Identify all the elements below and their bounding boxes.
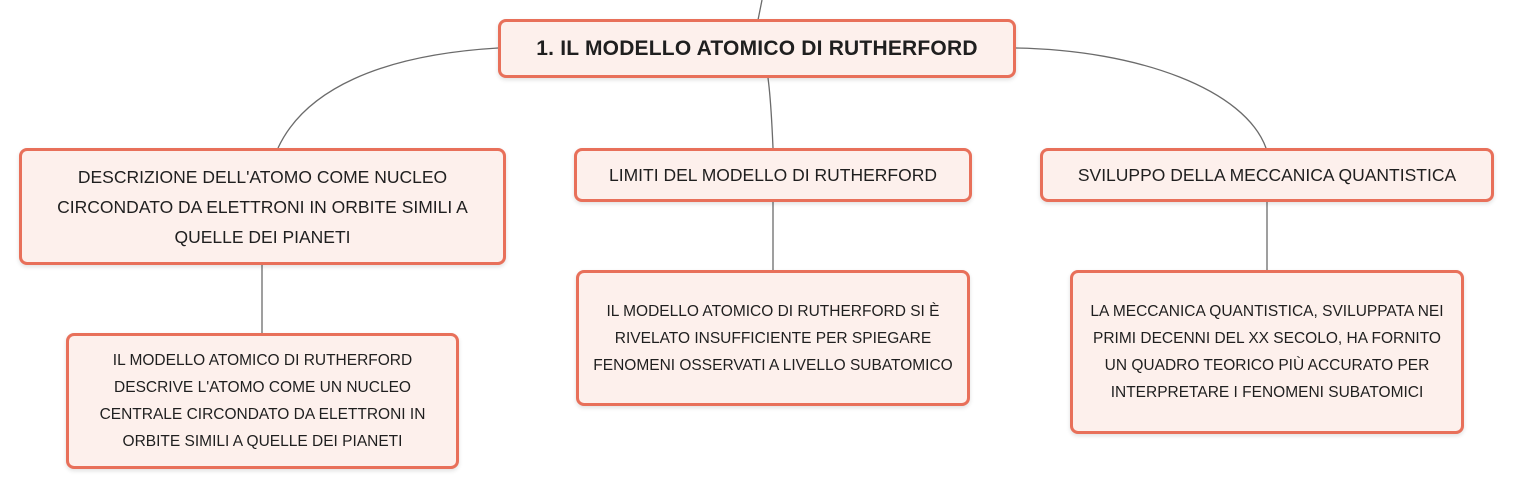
detail-topic-label: IL MODELLO ATOMICO DI RUTHERFORD DESCRIV…: [99, 352, 426, 450]
connector-incoming: [757, 0, 763, 21]
detail-topic-description[interactable]: IL MODELLO ATOMICO DI RUTHERFORD DESCRIV…: [66, 333, 459, 469]
connector-root-to-branch-3: [1014, 47, 1267, 149]
root-topic-label: 1. IL MODELLO ATOMICO DI RUTHERFORD: [536, 36, 978, 60]
detail-topic-label: LA MECCANICA QUANTISTICA, SVILUPPATA NEI…: [1090, 303, 1444, 401]
detail-topic-quantum[interactable]: LA MECCANICA QUANTISTICA, SVILUPPATA NEI…: [1070, 270, 1464, 434]
connector-root-to-branch-2: [767, 77, 774, 149]
branch-topic-label: SVILUPPO DELLA MECCANICA QUANTISTICA: [1077, 165, 1457, 185]
detail-topic-limits[interactable]: IL MODELLO ATOMICO DI RUTHERFORD SI È RI…: [576, 270, 970, 406]
branch-topic-quantum[interactable]: SVILUPPO DELLA MECCANICA QUANTISTICA: [1040, 148, 1494, 202]
connector-root-to-branch-1: [277, 47, 499, 149]
branch-topic-label: LIMITI DEL MODELLO DI RUTHERFORD: [609, 165, 937, 185]
branch-topic-limits[interactable]: LIMITI DEL MODELLO DI RUTHERFORD: [574, 148, 972, 202]
detail-topic-label: IL MODELLO ATOMICO DI RUTHERFORD SI È RI…: [593, 302, 953, 374]
root-topic[interactable]: 1. IL MODELLO ATOMICO DI RUTHERFORD: [498, 19, 1016, 78]
branch-topic-description[interactable]: DESCRIZIONE DELL'ATOMO COME NUCLEO CIRCO…: [19, 148, 506, 265]
branch-topic-label: DESCRIZIONE DELL'ATOMO COME NUCLEO CIRCO…: [57, 166, 468, 247]
